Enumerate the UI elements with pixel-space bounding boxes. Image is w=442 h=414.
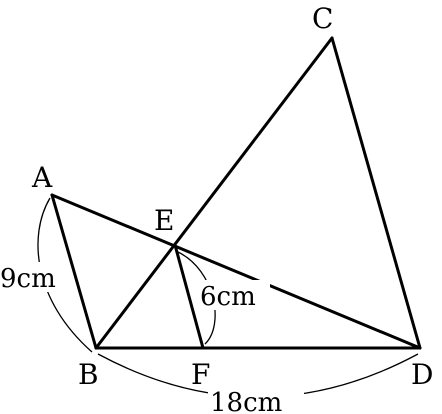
point-label-a: A [31,161,53,194]
length-label-bd: 18cm [210,388,282,414]
point-label-b: B [78,358,99,391]
point-label-f: F [191,358,210,391]
length-label-ef: 6cm [200,282,256,312]
segment-ad [50,193,422,350]
label-backing-bd [208,386,304,414]
segment-bc [94,36,334,350]
point-label-d: D [411,358,433,391]
segment-ab [50,193,98,350]
segment-cd [330,36,422,350]
label-backing-ab [0,262,66,292]
segment-ef [173,243,205,350]
point-label-e: E [154,204,174,237]
label-backing-ef [198,280,270,310]
length-label-ab: 9cm [0,264,56,294]
point-label-c: C [312,2,333,35]
